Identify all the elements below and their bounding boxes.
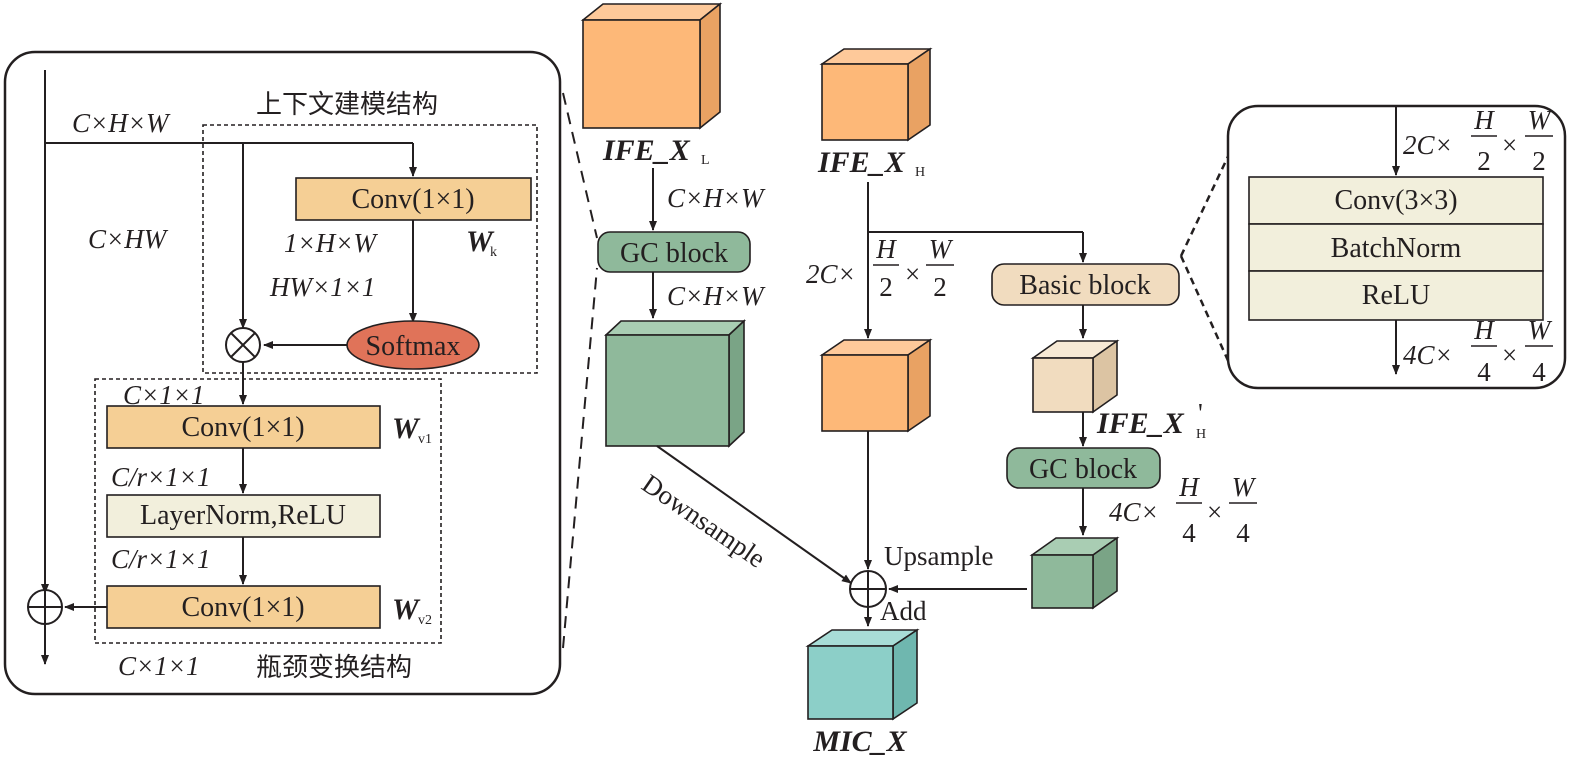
ife-xh-prime-subscript: H — [1196, 427, 1206, 442]
context-modeling-box — [202, 124, 538, 374]
gc-block-1-label: GC block — [620, 238, 728, 269]
svg-text:H: H — [1473, 315, 1495, 345]
wv1-label: W — [392, 412, 421, 445]
svg-text:4C×: 4C× — [1403, 340, 1453, 370]
svg-text:4: 4 — [1182, 518, 1196, 548]
ife-xh-prime-label: IFE_X — [1096, 407, 1185, 440]
svg-text:W: W — [1528, 315, 1553, 345]
dim-right-in-label: 2C× H 2 × W 2 — [1403, 105, 1553, 176]
ife-xl-subscript: L — [701, 153, 710, 168]
wk-label: W — [466, 225, 495, 258]
conv-v1-label: Conv(1×1) — [181, 412, 304, 443]
zoom-line-bottom-right — [1179, 255, 1232, 366]
svg-text:2: 2 — [1477, 146, 1491, 176]
ife-xh-cube — [819, 47, 933, 142]
bottleneck-transform-box — [94, 378, 442, 644]
svg-text:×: × — [1502, 340, 1517, 370]
gc-output-cube — [603, 319, 747, 448]
svg-text:×: × — [1502, 130, 1517, 160]
ife-xh-prime-mark: ' — [1198, 398, 1203, 428]
basic-block-label: Basic block — [1019, 270, 1150, 301]
zoom-line-top-right — [1179, 147, 1234, 257]
dim-c11-top-label: C×1×1 — [123, 380, 204, 410]
mic-x-label: MIC_X — [812, 725, 907, 758]
svg-text:2C×: 2C× — [1403, 130, 1453, 160]
add-label: Add — [880, 596, 927, 626]
gc-block-2-label: GC block — [1029, 454, 1137, 485]
wv1-subscript: v1 — [418, 432, 432, 447]
downsample-label: Downsample — [637, 468, 771, 573]
svg-text:×: × — [905, 259, 920, 289]
main-flow: IFE_X L C×H×W GC block C×H×W Downsample … — [580, 2, 1257, 758]
context-modeling-title: 上下文建模结构 — [256, 90, 438, 120]
zoom-line-top-left — [562, 92, 598, 239]
dim-cr11-b-label: C/r×1×1 — [111, 544, 210, 574]
conv-k-label: Conv(1×1) — [351, 184, 474, 215]
zoom-line-bottom-left — [562, 267, 598, 649]
gc2-output-cube — [1029, 536, 1120, 610]
dim-1hw-label: 1×H×W — [284, 228, 378, 258]
svg-text:2C×: 2C× — [806, 259, 856, 289]
downsample-arrow — [656, 445, 852, 584]
softmax-label: Softmax — [366, 331, 461, 362]
ife-xh-label: IFE_X — [817, 146, 906, 179]
downsampled-xh-cube — [819, 338, 933, 433]
svg-text:H: H — [1473, 105, 1495, 135]
add-icon — [27, 589, 63, 625]
multiply-icon — [225, 327, 261, 363]
dim-chw-label: C×H×W — [72, 108, 171, 138]
dim-right-out-label: 4C× H 4 × W 4 — [1403, 315, 1553, 387]
conv-v2-label: Conv(1×1) — [181, 592, 304, 623]
dim-hw11-label: HW×1×1 — [269, 272, 375, 302]
svg-text:×: × — [1207, 497, 1222, 527]
wv2-subscript: v2 — [418, 613, 432, 628]
basic-block-detail-panel: 2C× H 2 × W 2 Conv(3×3) BatchNorm ReLU 4… — [1226, 104, 1567, 390]
svg-text:2: 2 — [1532, 146, 1546, 176]
svg-text:W: W — [929, 234, 954, 264]
dim-cr11-a-label: C/r×1×1 — [111, 462, 210, 492]
svg-text:W: W — [1232, 472, 1257, 502]
layernorm-box — [106, 494, 381, 538]
svg-text:4: 4 — [1236, 518, 1250, 548]
conv33-box — [1248, 176, 1544, 225]
dim-chw-a-label: C×H×W — [667, 183, 766, 213]
ife-xl-cube — [580, 2, 723, 130]
dim-4c-label: 4C× H 4 × W 4 — [1109, 472, 1257, 548]
basic-block — [991, 263, 1180, 306]
dim-c11-bottom-label: C×1×1 — [118, 651, 199, 681]
conv33-label: Conv(3×3) — [1334, 185, 1457, 216]
batchnorm-label: BatchNorm — [1331, 233, 1462, 264]
ife-xh-subscript: H — [915, 165, 925, 180]
wk-subscript: k — [490, 245, 497, 260]
batchnorm-box — [1248, 223, 1544, 272]
layernorm-label: LayerNorm,ReLU — [140, 500, 346, 531]
svg-text:4C×: 4C× — [1109, 497, 1159, 527]
bottleneck-title: 瓶颈变换结构 — [256, 653, 412, 683]
ife-xl-label: IFE_X — [602, 134, 691, 167]
dim-chw-b-label: C×H×W — [667, 281, 766, 311]
svg-text:4: 4 — [1477, 357, 1491, 387]
svg-text:H: H — [1178, 472, 1200, 502]
ife-xh-prime-cube — [1030, 339, 1120, 414]
mic-x-cube — [805, 628, 920, 721]
wv2-label: W — [392, 593, 421, 626]
relu-box — [1248, 270, 1544, 321]
svg-text:2: 2 — [879, 272, 893, 302]
dim-2c-label: 2C× H 2 × W 2 — [806, 234, 954, 302]
svg-text:H: H — [875, 234, 897, 264]
relu-label: ReLU — [1362, 280, 1430, 311]
upsample-label: Upsample — [884, 541, 993, 571]
gc-block-detail-panel: C×H×W C×HW 上下文建模结构 Conv(1×1) W k 1×H×W H… — [3, 50, 562, 696]
gc-block-1 — [597, 231, 751, 273]
dim-c-hw-label: C×HW — [88, 224, 169, 254]
svg-text:2: 2 — [933, 272, 947, 302]
conv-v1-box — [106, 405, 381, 449]
svg-text:4: 4 — [1532, 357, 1546, 387]
svg-text:W: W — [1528, 105, 1553, 135]
